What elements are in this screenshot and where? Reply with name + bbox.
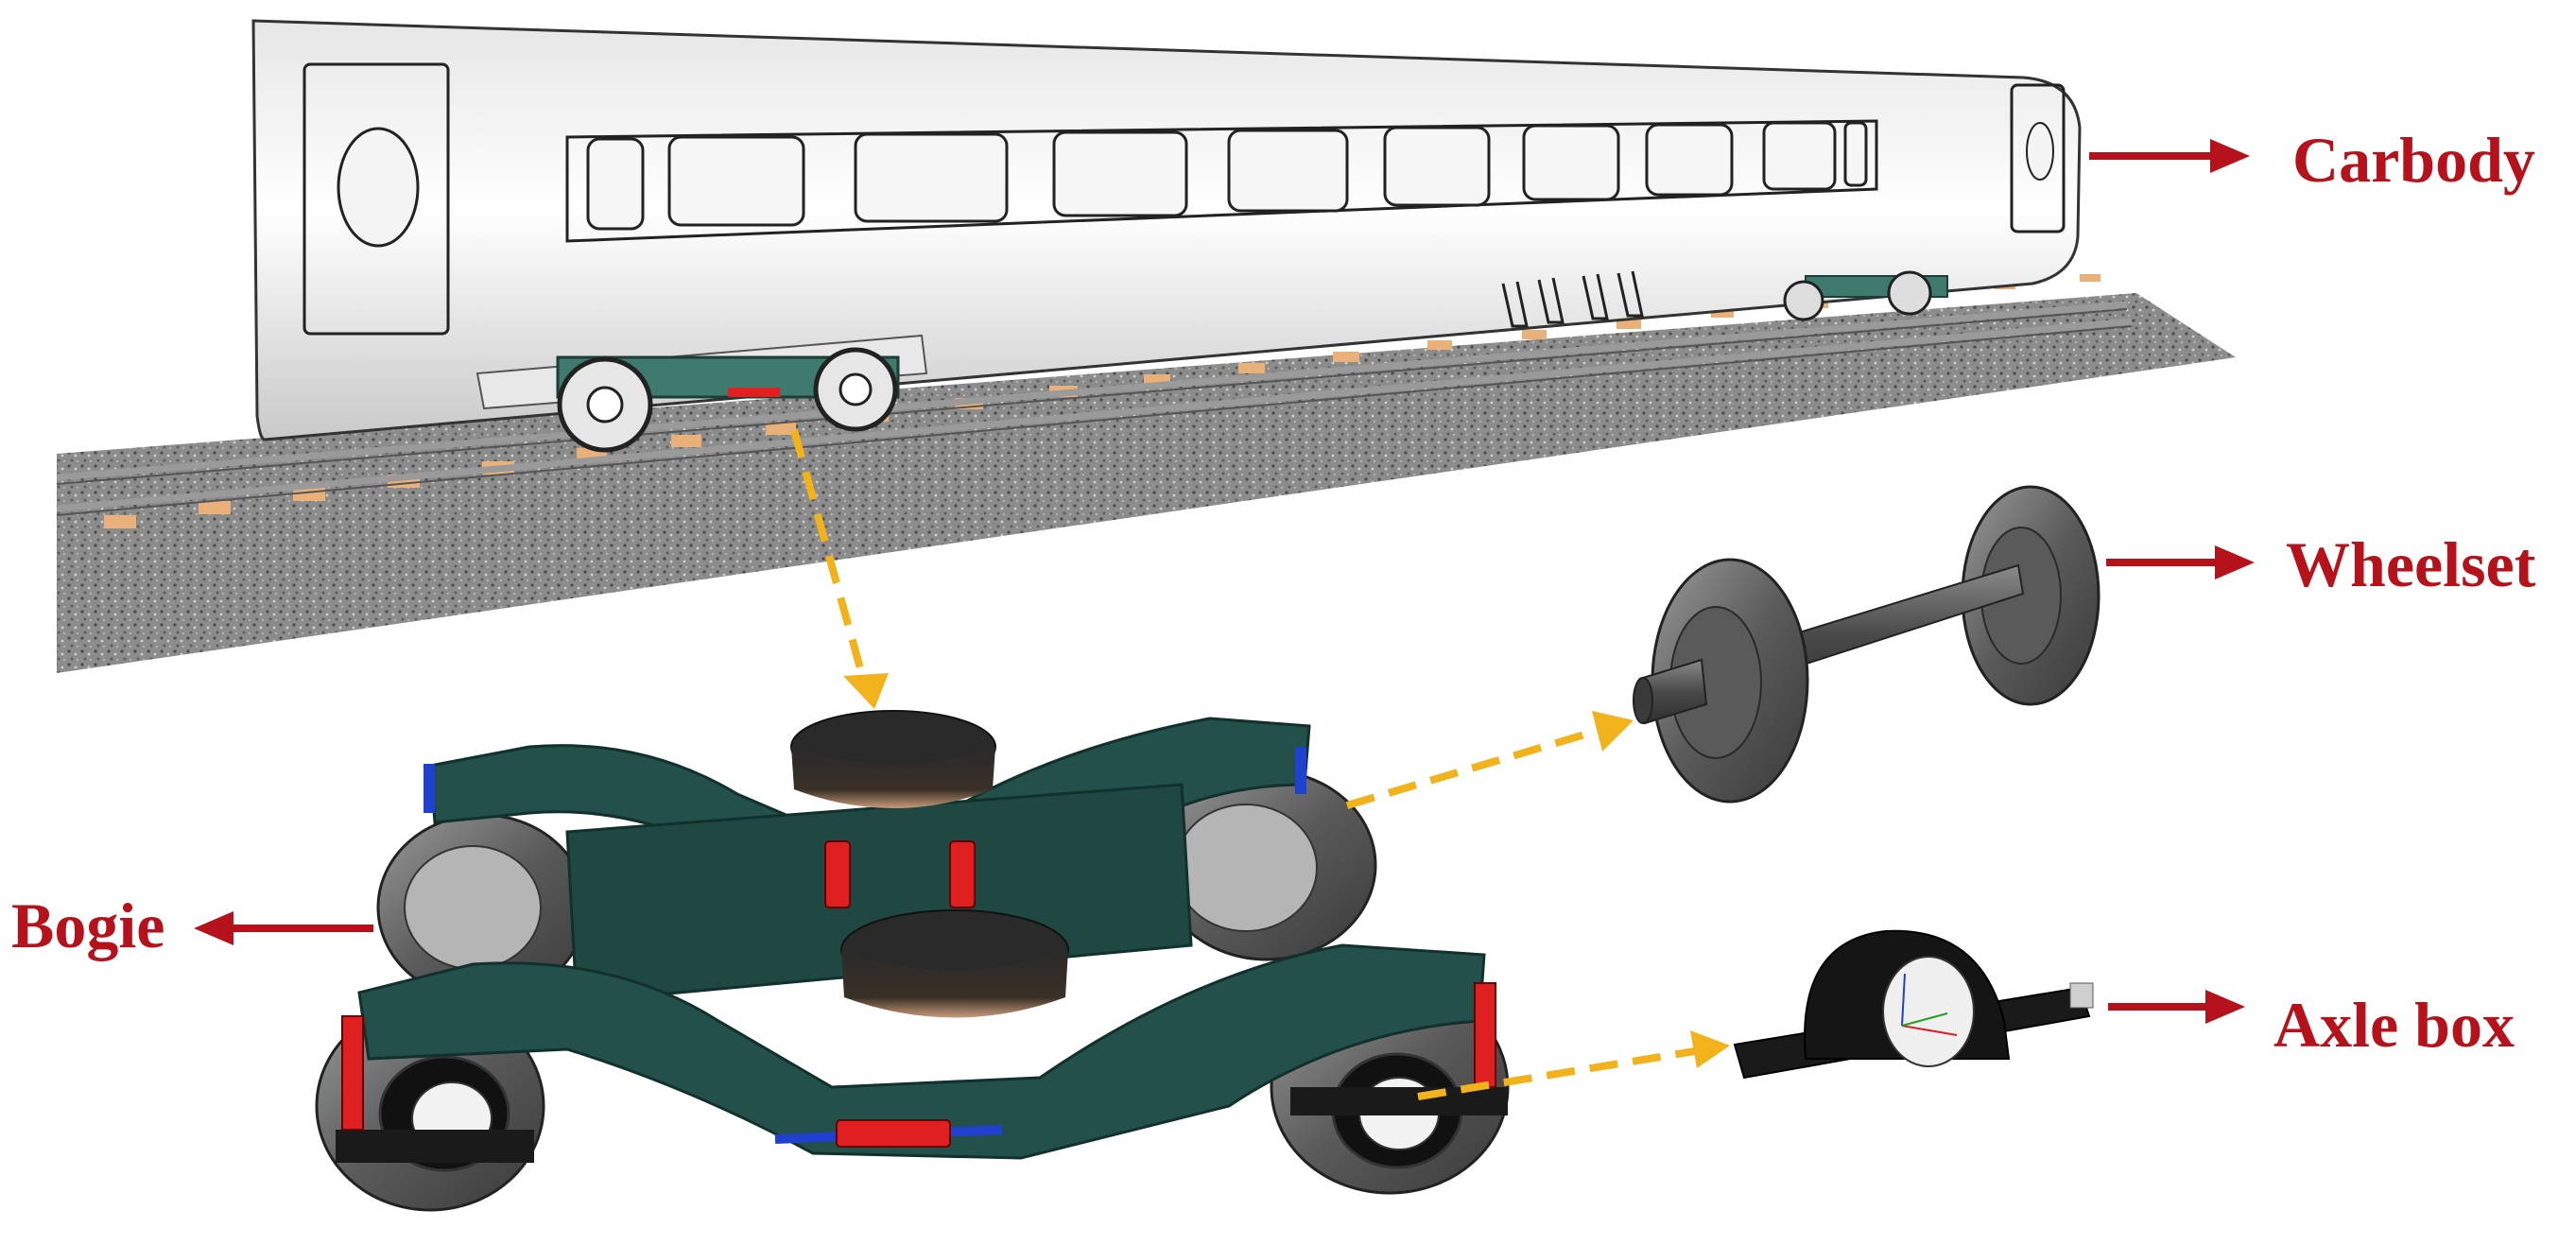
bogie-secondary-dampers (774, 840, 1003, 1148)
carbody-door-window-right (2026, 122, 2054, 181)
bogie-wheel-rear-right (1156, 769, 1377, 961)
carbody-windows (586, 121, 1868, 231)
ballast-bed (57, 293, 2236, 673)
axle-box-label: Axle box (2273, 989, 2515, 1061)
leader-carbody-to-bogie (790, 428, 869, 687)
axle-box-bore (1882, 956, 1975, 1067)
leader-lines (790, 428, 1707, 1100)
carbody-door-right (2010, 83, 2066, 233)
carbody-bogie-front (556, 347, 900, 453)
axle-box (1733, 929, 2094, 1080)
carbody-vents (1501, 270, 1644, 328)
wheelset-label: Wheelset (2286, 528, 2536, 600)
bogie-air-springs (790, 710, 1069, 1018)
bogie-primary-dampers (341, 747, 1496, 1131)
bogie-label: Bogie (11, 890, 165, 961)
leader-bogie-to-axlebox (1417, 1046, 1707, 1100)
wheelset (1633, 485, 2101, 804)
carbody-door-window-left (337, 127, 420, 248)
track (56, 274, 2236, 673)
rails (56, 301, 2133, 516)
bogie (315, 710, 1510, 1212)
leader-arrowheads (843, 673, 1730, 1068)
carbody-bogie-rear (1783, 270, 1948, 321)
bogie-side-frame-front (357, 943, 1486, 1160)
carbody-label: Carbody (2292, 124, 2535, 196)
leader-bogie-to-wheelset (1345, 724, 1609, 809)
carbody-door-left (303, 62, 450, 336)
bogie-axle-boxes-front (336, 1087, 1508, 1163)
label-arrows (194, 139, 2255, 1024)
